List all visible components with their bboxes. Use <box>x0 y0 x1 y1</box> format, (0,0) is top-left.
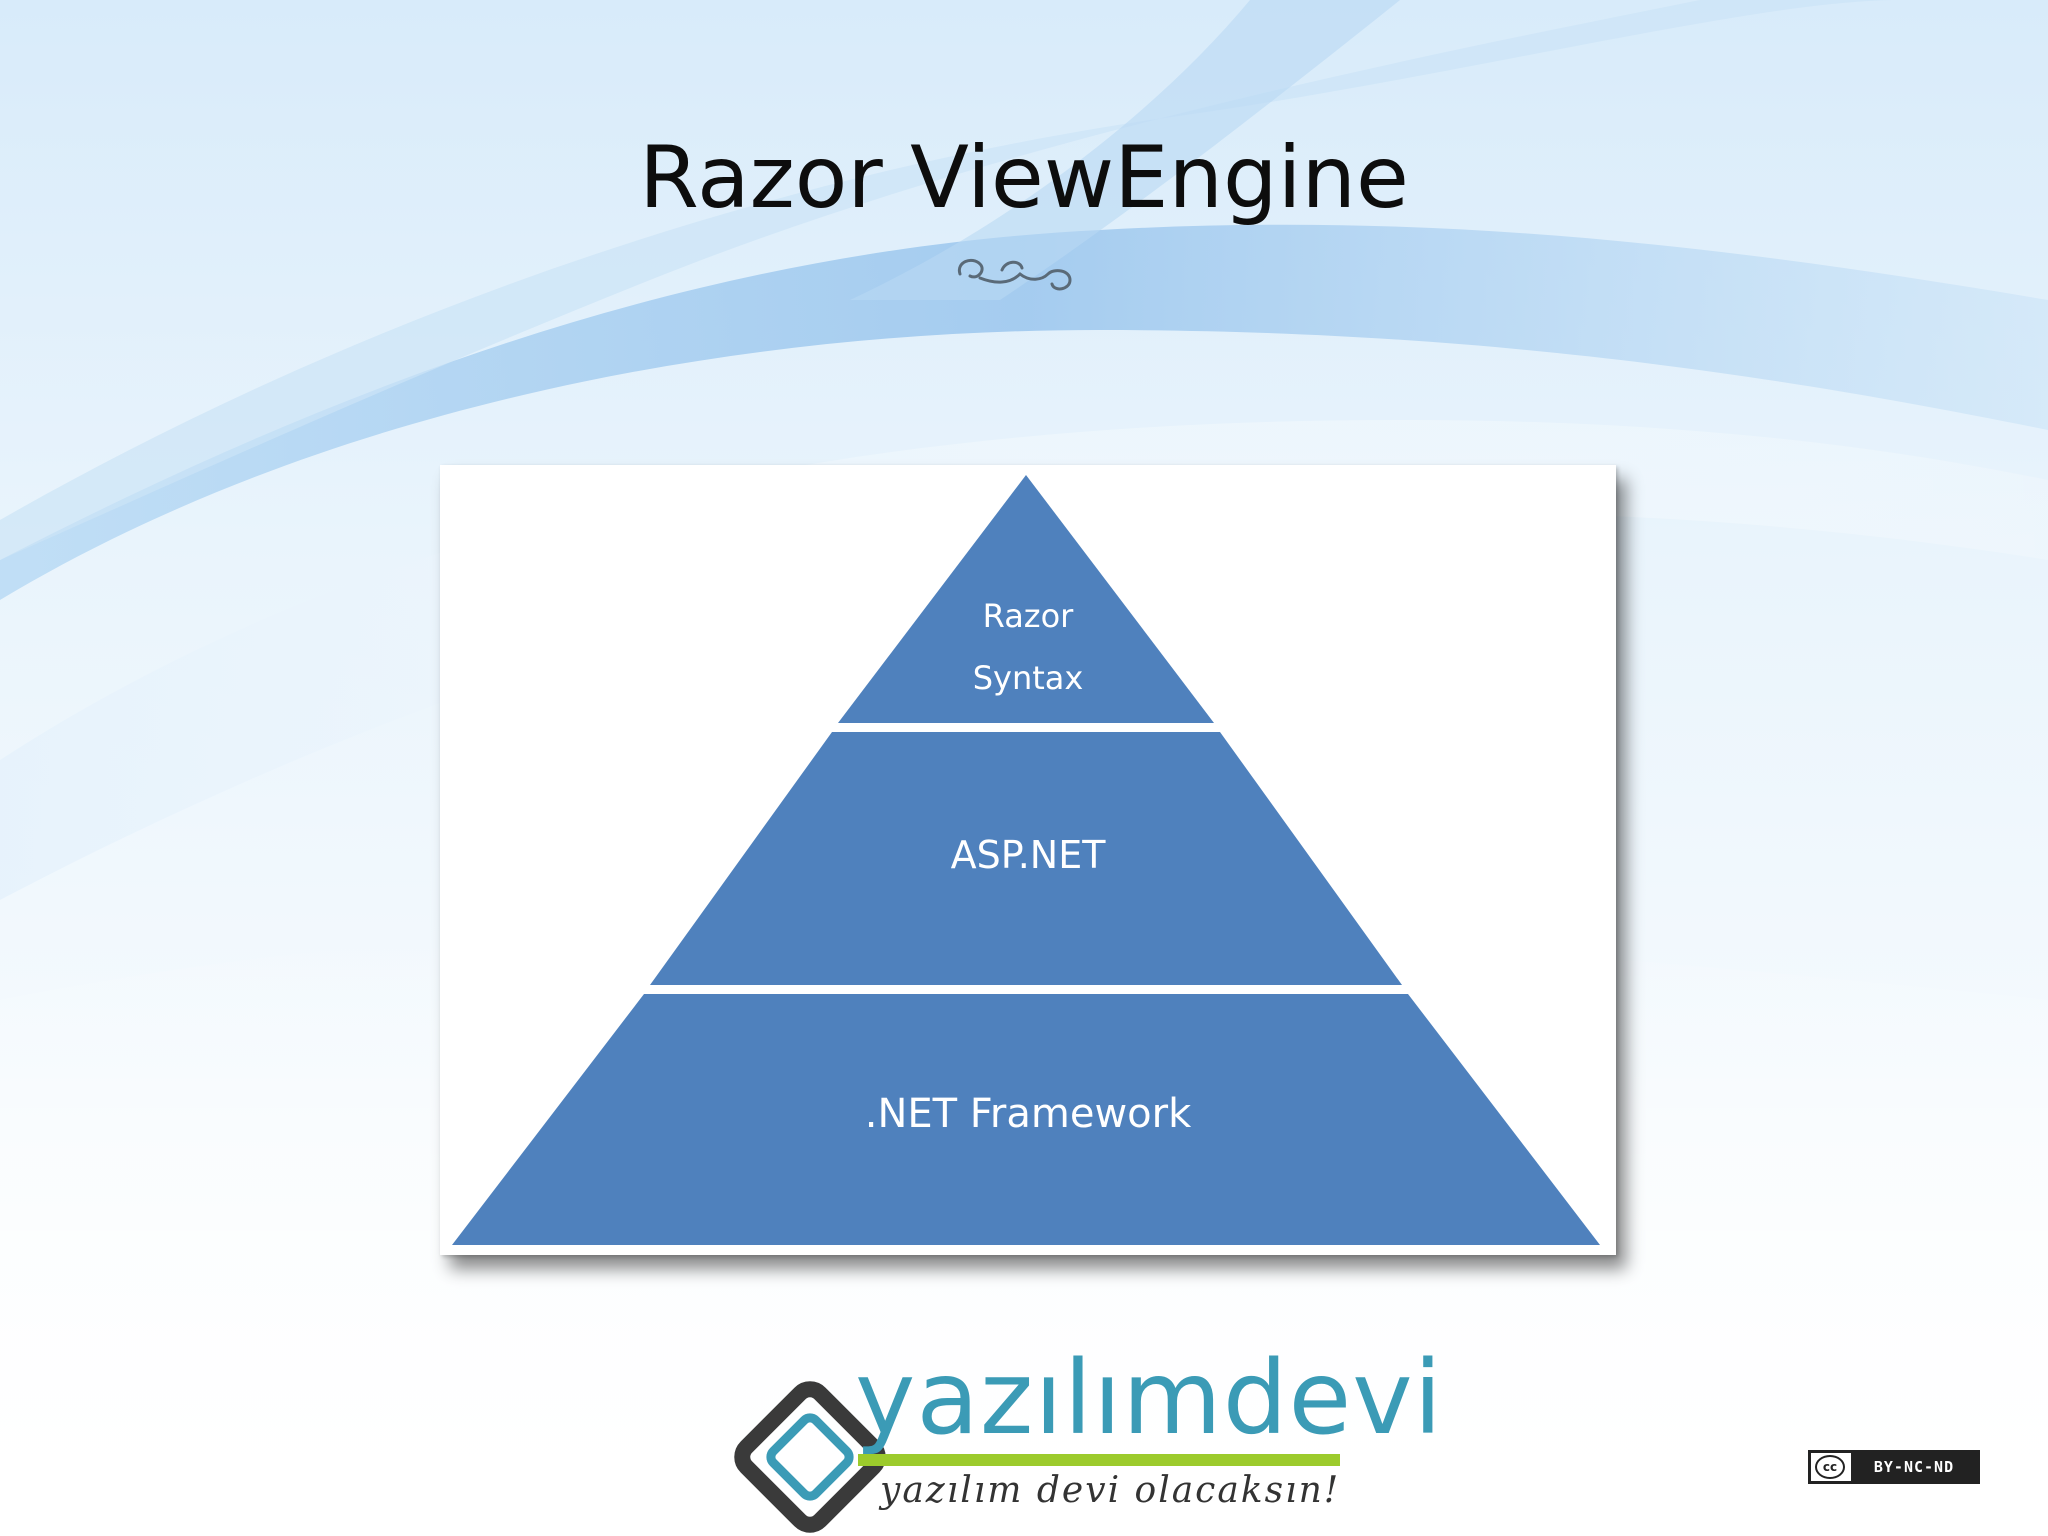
layer-label-dotnet-framework: .NET Framework <box>440 1088 1616 1140</box>
license-badge: cc BY-NC-ND <box>1808 1450 1980 1484</box>
license-text: BY-NC-ND <box>1851 1453 1977 1481</box>
cc-icon: cc <box>1815 1455 1845 1479</box>
pyramid-layer-razor-syntax <box>838 475 1214 723</box>
pyramid-diagram <box>452 475 1600 1245</box>
title-divider <box>330 258 1690 291</box>
layer-label-aspnet: ASP.NET <box>440 830 1616 880</box>
logo-tagline: yazılım devi olacaksın! <box>880 1470 1341 1511</box>
flourish-icon <box>957 258 1072 291</box>
logo-mark-icon <box>734 1381 886 1533</box>
layer-label-razor: Razor Syntax <box>440 585 1616 709</box>
logo-text: yazılımdevi <box>855 1339 1443 1458</box>
logo-underline-bar <box>858 1454 1340 1466</box>
pyramid-layer-dotnet-framework <box>452 994 1600 1245</box>
page-title: Razor ViewEngine <box>639 128 1409 228</box>
layer-label-razor-line1: Razor <box>982 597 1074 635</box>
pyramid-layer-aspnet <box>650 732 1402 985</box>
layer-label-aspnet-line1: ASP.NET <box>950 833 1106 877</box>
layer-label-dotnet-framework-line1: .NET Framework <box>864 1091 1192 1137</box>
layer-label-razor-line2: Syntax <box>972 659 1084 697</box>
